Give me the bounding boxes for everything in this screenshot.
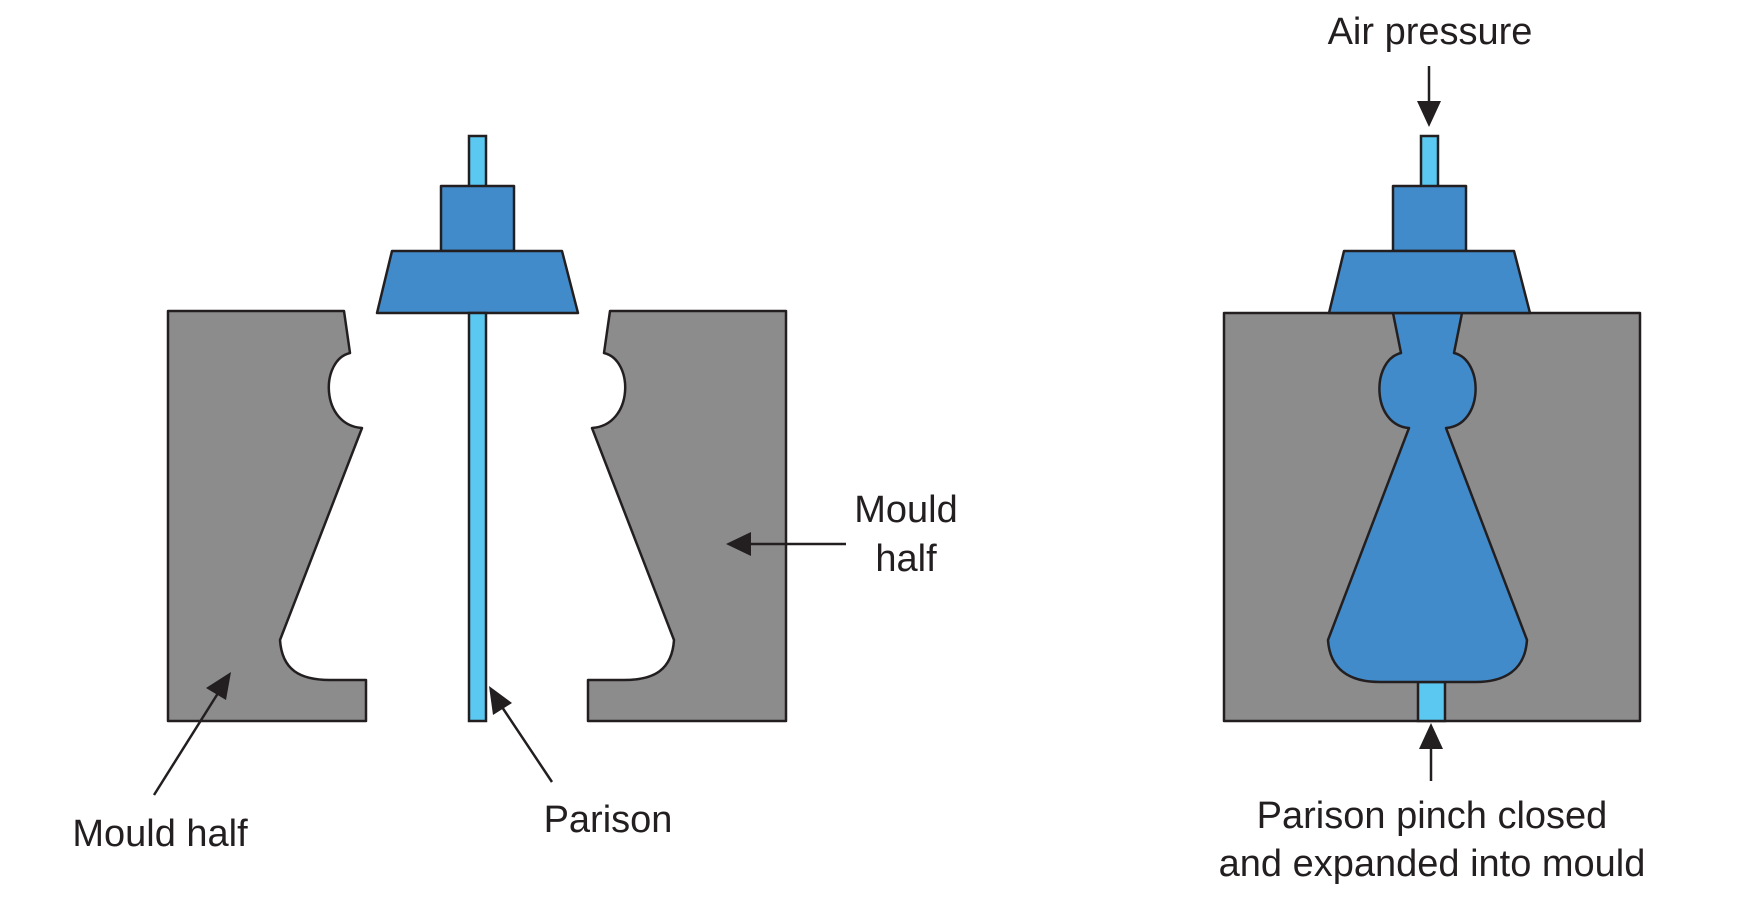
pinch-label-line2: and expanded into mould: [1219, 843, 1646, 885]
right-mould-label-line2: half: [875, 538, 937, 580]
open-mould-stage: Mould half Mould half Parison: [72, 134, 958, 855]
parison-label: Parison: [544, 799, 673, 841]
die-body-left: [375, 249, 580, 315]
pinch-label-line1: Parison pinch closed: [1257, 795, 1608, 837]
left-mould-label: Mould half: [72, 813, 248, 855]
left-mould-leader: [152, 689, 222, 796]
air-feed-tube-right: [1419, 134, 1440, 190]
pinch-arrowhead: [1419, 723, 1443, 749]
air-feed-tube-left: [467, 134, 488, 190]
right-mould-half: [586, 309, 788, 723]
pinched-parison-tail: [1416, 680, 1447, 723]
die-head-right: [1391, 184, 1468, 253]
parison-tube: [467, 311, 488, 723]
right-mould-label-line1: Mould: [854, 489, 958, 531]
die-body-right: [1327, 249, 1532, 315]
parison-arrowhead: [489, 686, 512, 715]
parison-leader: [500, 706, 554, 783]
right-mould-arrowhead: [726, 532, 751, 556]
left-mould-arrowhead: [206, 672, 231, 700]
die-head-left: [439, 184, 516, 253]
closed-mould-stage: Air pressure Parison pinch closed and ex…: [1219, 11, 1646, 885]
air-pressure-arrowhead: [1417, 101, 1441, 127]
air-pressure-label: Air pressure: [1328, 11, 1533, 53]
left-mould-half: [166, 309, 368, 723]
expanded-parison: [1326, 311, 1529, 684]
